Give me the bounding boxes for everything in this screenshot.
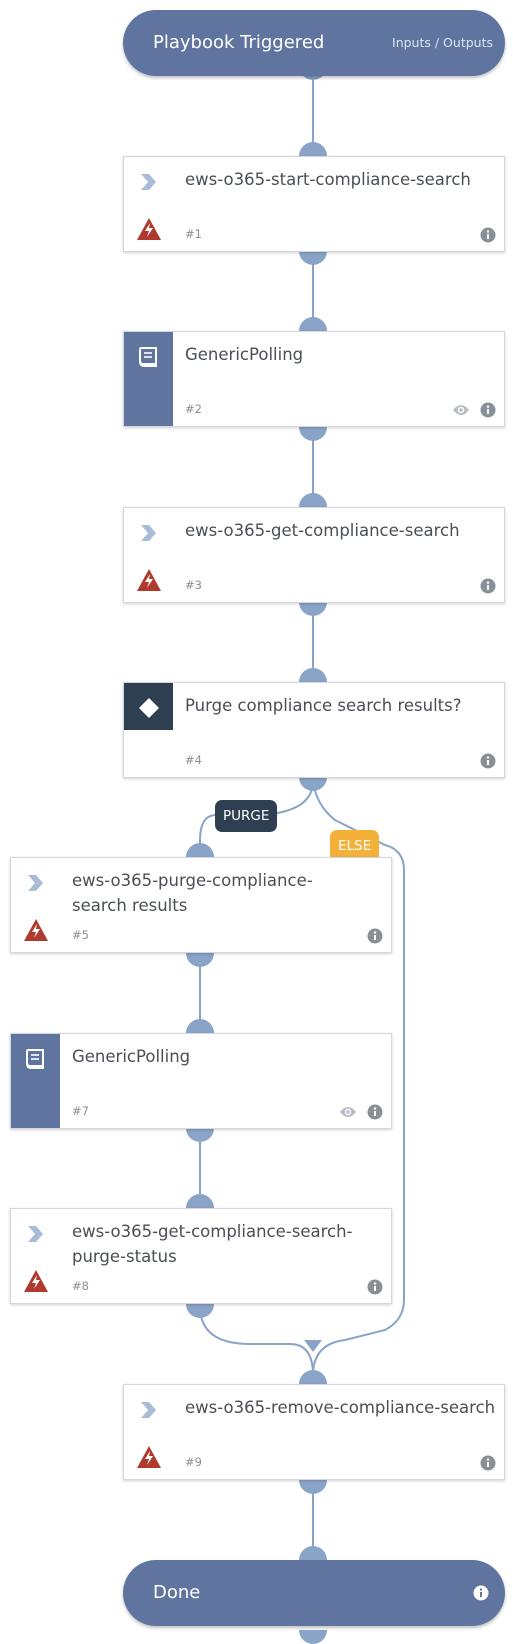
chevron-icon (141, 1402, 156, 1418)
info-icon[interactable] (367, 928, 383, 944)
task-card-4-condition[interactable]: Purge compliance search results? #4 (123, 682, 505, 778)
info-icon[interactable] (367, 1104, 383, 1120)
chevron-icon (28, 1226, 43, 1242)
playbook-triggered-node[interactable]: Playbook Triggered Inputs / Outputs (123, 10, 505, 76)
task-label: GenericPolling (72, 1047, 191, 1066)
chevron-icon (141, 525, 156, 541)
task-card-3[interactable]: ews-o365-get-compliance-search #3 (123, 507, 505, 603)
task-number: #5 (72, 928, 89, 942)
task-card-2[interactable]: GenericPolling #2 (123, 331, 505, 427)
book-icon (26, 1049, 44, 1069)
info-icon[interactable] (480, 578, 496, 594)
task-card-9[interactable]: ews-o365-remove-compliance-search #9 (123, 1384, 505, 1480)
task-card-5[interactable]: ews-o365-purge-compliance-search results… (10, 857, 392, 953)
task-card-8[interactable]: ews-o365-get-compliance-search-purge-sta… (10, 1208, 392, 1304)
info-icon[interactable] (480, 1455, 496, 1471)
done-node[interactable]: Done (123, 1560, 505, 1626)
task-number: #7 (72, 1104, 89, 1118)
diamond-icon (139, 698, 159, 718)
task-label: GenericPolling (185, 345, 304, 364)
task-number: #1 (185, 227, 202, 241)
book-icon (139, 347, 157, 367)
warning-icon (24, 919, 48, 941)
chevron-icon (141, 174, 156, 190)
inputs-outputs-link[interactable]: Inputs / Outputs (392, 35, 493, 50)
task-number: #9 (185, 1455, 202, 1469)
start-node-title: Playbook Triggered (153, 32, 325, 53)
info-icon[interactable] (473, 1585, 489, 1601)
info-icon[interactable] (480, 402, 496, 418)
info-icon[interactable] (480, 227, 496, 243)
task-number: #4 (185, 753, 202, 767)
task-number: #3 (185, 578, 202, 592)
task-number: #8 (72, 1279, 89, 1293)
eye-icon[interactable] (452, 403, 470, 417)
task-label: ews-o365-purge-compliance-search results (72, 871, 313, 915)
chevron-icon (28, 875, 43, 891)
else-branch-label[interactable]: ELSE (330, 830, 380, 862)
purge-branch-label[interactable]: PURGE (215, 800, 278, 832)
info-icon[interactable] (480, 753, 496, 769)
task-label: ews-o365-get-compliance-search-purge-sta… (72, 1222, 353, 1266)
task-card-1[interactable]: ews-o365-start-compliance-search #1 (123, 156, 505, 252)
info-icon[interactable] (367, 1279, 383, 1295)
end-node-title: Done (153, 1582, 201, 1603)
eye-icon[interactable] (339, 1105, 357, 1119)
warning-icon (137, 569, 161, 591)
warning-icon (137, 1446, 161, 1468)
task-label: ews-o365-start-compliance-search (185, 170, 471, 189)
task-number: #2 (185, 402, 202, 416)
task-label: ews-o365-get-compliance-search (185, 521, 460, 540)
task-label: ews-o365-remove-compliance-search (185, 1398, 496, 1417)
warning-icon (137, 218, 161, 240)
task-card-7[interactable]: GenericPolling #7 (10, 1033, 392, 1129)
task-label: Purge compliance search results? (185, 696, 462, 715)
warning-icon (24, 1270, 48, 1292)
